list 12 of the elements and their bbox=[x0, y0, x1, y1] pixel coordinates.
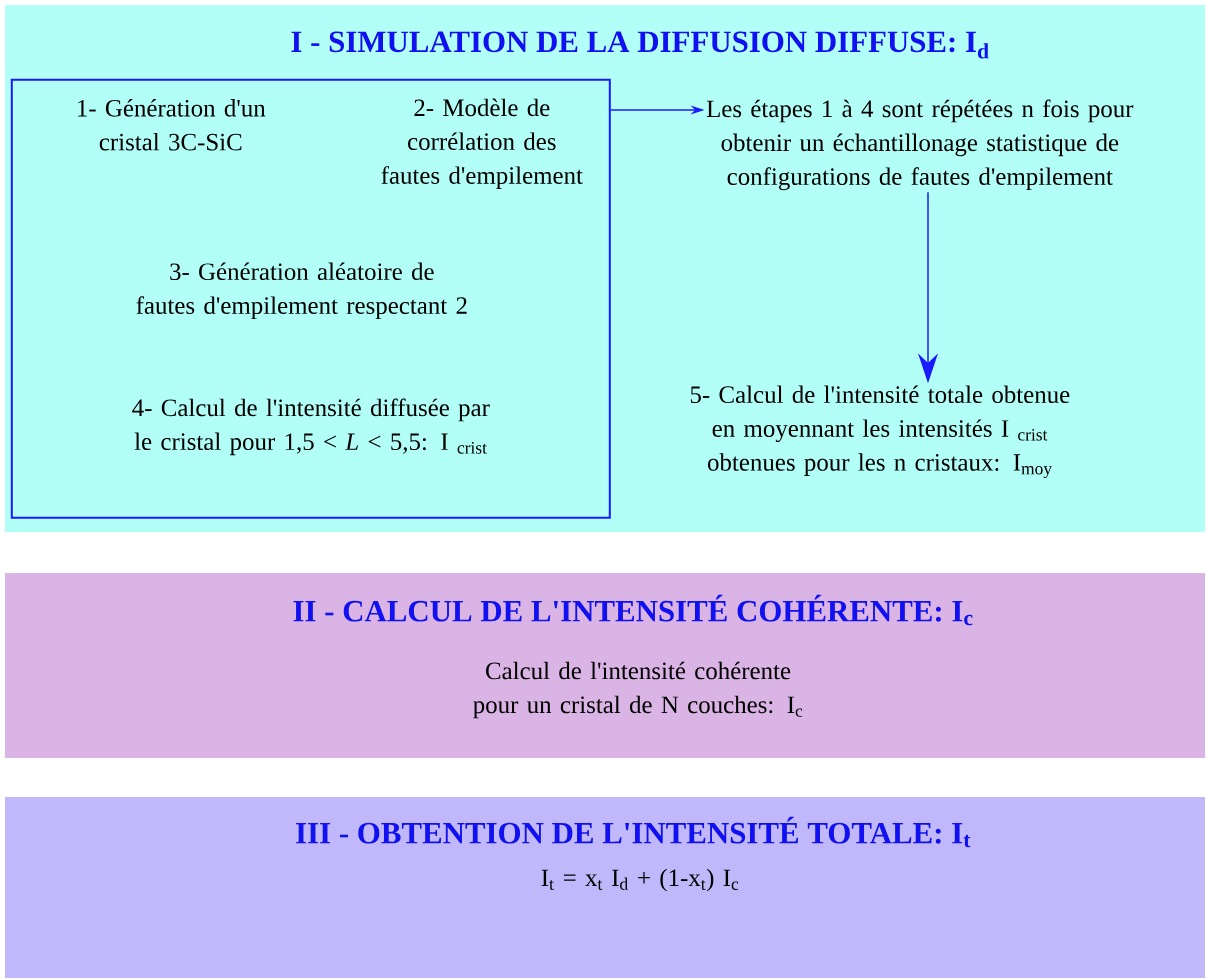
step-text: 2- Modèle de corrélation des fautes d'empilement bbox=[381, 98, 583, 189]
step-text: 5- Calcul de l'intensité totale obtenue en moyennant les intensités I $_{crist}$ obtenues pour les n cristaux: I$_{moy}$ bbox=[690, 385, 1070, 479]
section-title: I - SIMULATION DE LA DIFFUSION DIFFUSE: I$_{d}$ bbox=[291, 31, 989, 59]
section-title: II - CALCUL DE L'INTENSITÉ COHÉRENTE: I$_{c}$ bbox=[293, 594, 973, 626]
step-text: 3- Génération aléatoire de fautes d'empilement respectant 2 bbox=[136, 262, 467, 320]
group-frame bbox=[10, 78, 611, 519]
body-text: I$_{t}$ = x$_{t}$ I$_{d}$ + (1-x$_{t}$) I$_{c}$ bbox=[541, 868, 739, 892]
step-text: Les étapes 1 à 4 sont répétées n fois pour obtenir un échantillonage statistique de configurations de fautes d'empilement bbox=[706, 99, 1134, 191]
step-text: 4- Calcul de l'intensité diffusée par le cristal pour 1,5 < L < 5,5: I $_{crist}$ bbox=[132, 398, 490, 456]
section-title: III - OBTENTION DE L'INTENSITÉ TOTALE: I$_{t}$ bbox=[296, 816, 971, 848]
body-text: Calcul de l'intensité cohérente pour un cristal de N couches: I$_{c}$ bbox=[473, 661, 803, 719]
step-text: 1- Génération d'un cristal 3C-SiC bbox=[78, 99, 266, 151]
